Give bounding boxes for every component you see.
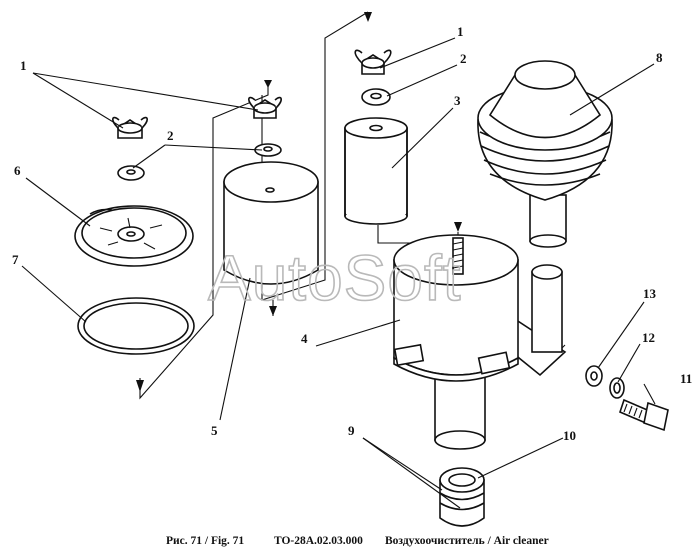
flat-washer (585, 365, 603, 387)
wing-nut-right (354, 49, 392, 75)
filter-element (344, 117, 408, 225)
washer-right (361, 88, 391, 106)
callout-labels: 1 2 1 2 3 8 6 7 4 5 9 10 11 12 13 (12, 24, 692, 443)
leader-lines (21, 37, 656, 509)
bolt (619, 398, 669, 432)
callout-8: 8 (656, 50, 663, 65)
callout-2-left: 2 (167, 128, 174, 143)
air-cleaner-housing (393, 234, 567, 450)
callout-3: 3 (454, 93, 461, 108)
washer-left (117, 165, 145, 181)
wing-nut-middle (248, 96, 282, 119)
callout-2-right: 2 (460, 51, 467, 66)
callout-7: 7 (12, 252, 19, 267)
callout-1-left: 1 (20, 58, 27, 73)
spring-washer (609, 377, 625, 399)
drawing-code: TO-28A.02.03.000 (274, 535, 363, 547)
figure-number: Рис. 71 / Fig. 71 (166, 535, 245, 547)
callout-1-right: 1 (457, 24, 464, 39)
precleaner (477, 60, 613, 248)
callout-5: 5 (211, 423, 218, 438)
callout-9: 9 (348, 423, 355, 438)
callout-12: 12 (642, 330, 655, 345)
sealing-ring (77, 297, 195, 355)
air-cleaner-cover (223, 161, 319, 285)
callout-10: 10 (563, 428, 576, 443)
wing-nut-left (112, 116, 148, 139)
figure-caption: Рис. 71 / Fig. 71 TO-28A.02.03.000 Возду… (0, 535, 700, 553)
callout-4: 4 (301, 331, 308, 346)
intake-hose (439, 467, 485, 527)
watermark: AutoSoft (208, 242, 462, 314)
callout-13: 13 (643, 286, 657, 301)
arrow-heads (136, 12, 462, 392)
figure-title: Воздухоочиститель / Air cleaner (385, 535, 549, 547)
callout-6: 6 (14, 163, 21, 178)
callout-11: 11 (680, 371, 692, 386)
filter-plate (74, 205, 194, 267)
